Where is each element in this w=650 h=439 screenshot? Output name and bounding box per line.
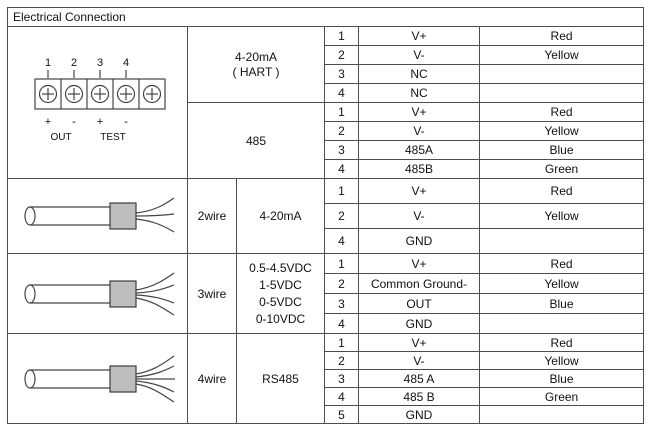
wire-color-cell <box>478 83 645 103</box>
signal-type-cell: RS485 <box>236 333 325 424</box>
wire-color-cell: Blue <box>478 293 645 314</box>
cable-diagram-cell <box>7 333 188 424</box>
pin-cell: 4 <box>324 228 359 254</box>
terminal-test-label: TEST <box>100 132 126 143</box>
wire-color-cell: Green <box>478 387 645 406</box>
signal-name-cell: Common Ground- <box>358 273 480 294</box>
wire-color-cell: Yellow <box>478 203 645 229</box>
pin-cell: 2 <box>324 351 359 370</box>
wire-type-cell: 2wire <box>187 178 237 254</box>
wire-color-cell: Red <box>478 102 645 122</box>
terminal-polarity-sign: + <box>44 116 50 128</box>
signal-type-cell: 485 <box>187 102 325 179</box>
pin-cell: 1 <box>324 102 359 122</box>
terminal-out-label: OUT <box>50 132 71 143</box>
cable-4wire-diagram <box>23 355 175 403</box>
signal-name-cell: V+ <box>358 333 480 352</box>
pin-cell: 5 <box>324 405 359 424</box>
signal-line: 0.5-4.5VDC <box>249 260 312 275</box>
pin-cell: 4 <box>324 313 359 334</box>
signal-name-cell: OUT <box>358 293 480 314</box>
wire-color-cell: Yellow <box>478 273 645 294</box>
terminal-polarity-sign: + <box>96 116 102 128</box>
wire-color-cell <box>478 64 645 84</box>
pin-cell: 2 <box>324 203 359 229</box>
cable-3wire-diagram <box>23 272 174 316</box>
signal-line: 0-10VDC <box>255 311 306 326</box>
wire-color-cell: Blue <box>478 140 645 160</box>
pin-cell: 1 <box>324 253 359 274</box>
terminal-pin-number: 4 <box>122 57 128 69</box>
wire-color-cell: Yellow <box>478 351 645 370</box>
pin-cell: 1 <box>324 333 359 352</box>
terminal-diagram-cell: 1 2 3 4 + - + - <box>7 26 188 179</box>
pin-cell: 2 <box>324 45 359 65</box>
pin-cell: 3 <box>324 293 359 314</box>
pin-cell: 3 <box>324 369 359 388</box>
pin-cell: 3 <box>324 64 359 84</box>
signal-line: 0-5VDC <box>259 294 302 309</box>
terminal-pin-number: 3 <box>96 57 102 69</box>
signal-name-cell: V+ <box>358 26 480 46</box>
signal-name-cell: NC <box>358 83 480 103</box>
electrical-connection-table: Electrical Connection 1 2 3 4 <box>6 7 645 424</box>
signal-line: ( HART ) <box>232 64 280 79</box>
signal-name-cell: GND <box>358 313 480 334</box>
wire-type-cell: 3wire <box>187 253 237 334</box>
signal-name-cell: 485A <box>358 140 480 160</box>
signal-type-cell: 4-20mA ( HART ) <box>187 26 325 103</box>
wire-color-cell: Blue <box>478 369 645 388</box>
terminal-polarity-sign: - <box>124 116 128 128</box>
signal-type-cell: 0.5-4.5VDC 1-5VDC 0-5VDC 0-10VDC <box>236 253 325 334</box>
signal-name-cell: V- <box>358 203 480 229</box>
pin-cell: 2 <box>324 121 359 141</box>
wire-color-cell: Yellow <box>478 121 645 141</box>
wire-color-cell: Red <box>478 178 645 204</box>
signal-name-cell: 485 A <box>358 369 480 388</box>
wire-color-cell: Yellow <box>478 45 645 65</box>
signal-name-cell: V- <box>358 121 480 141</box>
pin-cell: 1 <box>324 178 359 204</box>
pin-cell: 3 <box>324 140 359 160</box>
signal-line: 1-5VDC <box>259 277 302 292</box>
signal-name-cell: 485 B <box>358 387 480 406</box>
cable-diagram-cell <box>7 253 188 334</box>
signal-name-cell: V+ <box>358 178 480 204</box>
table-title: Electrical Connection <box>6 7 645 27</box>
terminal-pin-number: 2 <box>70 57 76 69</box>
signal-name-cell: GND <box>358 405 480 424</box>
cable-diagram-cell <box>7 178 188 254</box>
wire-color-cell <box>478 313 645 334</box>
wire-color-cell: Red <box>478 253 645 274</box>
cable-2wire-diagram <box>23 197 174 233</box>
pin-cell: 4 <box>324 387 359 406</box>
signal-line: 4-20mA <box>234 49 278 64</box>
signal-name-cell: GND <box>358 228 480 254</box>
terminal-polarity-sign: - <box>72 116 76 128</box>
signal-name-cell: V+ <box>358 253 480 274</box>
wire-color-cell <box>478 228 645 254</box>
pin-cell: 4 <box>324 159 359 179</box>
pin-cell: 4 <box>324 83 359 103</box>
signal-name-cell: V- <box>358 351 480 370</box>
wire-color-cell: Red <box>478 26 645 46</box>
wire-color-cell: Green <box>478 159 645 179</box>
wire-color-cell <box>478 405 645 424</box>
wire-color-cell: Red <box>478 333 645 352</box>
pin-cell: 2 <box>324 273 359 294</box>
signal-name-cell: NC <box>358 64 480 84</box>
pin-cell: 1 <box>324 26 359 46</box>
signal-name-cell: 485B <box>358 159 480 179</box>
signal-type-cell: 4-20mA <box>236 178 325 254</box>
terminal-pin-number: 1 <box>44 57 50 69</box>
signal-name-cell: V- <box>358 45 480 65</box>
wire-type-cell: 4wire <box>187 333 237 424</box>
terminal-block-diagram: 1 2 3 4 + - + - <box>33 57 166 143</box>
signal-name-cell: V+ <box>358 102 480 122</box>
